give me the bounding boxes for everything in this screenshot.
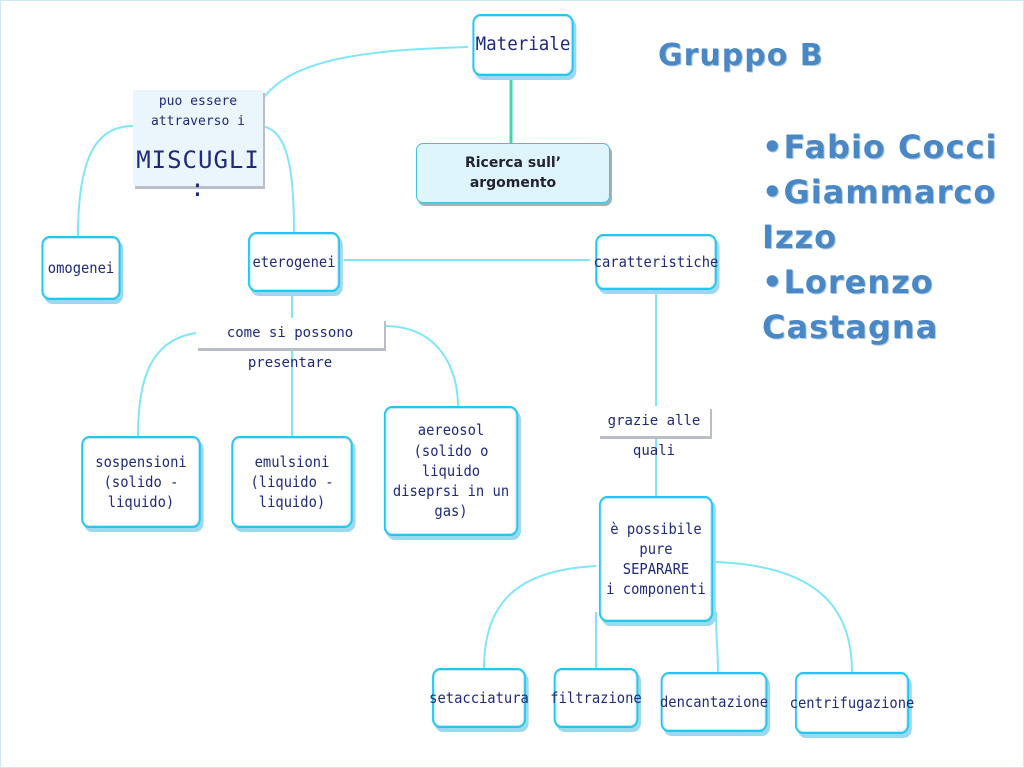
node-emulsioni-line-2: (liquido - liquido) (250, 472, 334, 512)
node-setacciatura-label: setacciatura (429, 688, 529, 707)
node-omogenei: omogenei (41, 236, 121, 300)
node-separare: è possibile pure SEPARARE i componenti (598, 496, 714, 622)
link-presentare-sospensioni (137, 332, 197, 437)
node-sospensioni: sospensioni (solido - liquido) (81, 436, 201, 528)
node-eterogenei: eterogenei (248, 232, 340, 292)
member-item: •Lorenzo Castagna (762, 263, 939, 346)
link-label-grazie: grazie alle quali (598, 406, 710, 459)
node-centrifugazione: centrifugazione (790, 672, 914, 734)
link-label-presentare: come si possono presentare (196, 318, 384, 371)
link-materiale-miscugli (261, 46, 469, 101)
member-item: •Giammarco Izzo (762, 173, 997, 256)
miscugli-line-3: MISCUGLI : (136, 146, 260, 202)
group-title: Gruppo B (658, 38, 824, 73)
link-separare-centrifugazione (715, 561, 853, 673)
link-miscugli-omogenei (77, 125, 134, 237)
node-caratteristiche: caratteristiche (593, 234, 719, 290)
node-separare-line-3: i componenti (606, 580, 706, 599)
node-filtrazione: filtrazione (550, 668, 642, 728)
node-materiale-label: Materiale (475, 33, 571, 56)
node-filtrazione-label: filtrazione (550, 688, 642, 707)
node-separare-line-2: SEPARARE (622, 560, 690, 578)
node-aereosol-line-2: (solido o liquido (413, 441, 489, 480)
member-list: •Fabio Cocci •Giammarco Izzo •Lorenzo Ca… (762, 125, 1022, 350)
node-aereosol-line-1: aereosol (417, 421, 485, 440)
node-sospensioni-line-2: (solido - liquido) (103, 472, 179, 512)
node-dencantazione-label: dencantazione (659, 692, 769, 711)
node-omogenei-label: omogenei (47, 258, 115, 277)
node-eterogenei-label: eterogenei (252, 252, 336, 271)
node-ricerca-line-2: argomento (469, 175, 557, 191)
member-item: •Fabio Cocci (762, 128, 998, 166)
node-emulsioni: emulsioni (liquido - liquido) (231, 436, 353, 528)
link-miscugli-eterogenei (261, 125, 295, 233)
node-sospensioni-line-1: sospensioni (95, 452, 187, 471)
link-separare-dencantazione (715, 611, 719, 673)
node-centrifugazione-label: centrifugazione (789, 693, 915, 712)
node-materiale: Materiale (472, 14, 574, 76)
node-caratteristiche-label: caratteristiche (593, 252, 719, 271)
node-emulsioni-line-1: emulsioni (254, 452, 330, 471)
link-label-miscugli: puo essere attraverso i MISCUGLI : (133, 90, 263, 202)
node-aereosol: aereosol (solido o liquido diseprsi in u… (383, 406, 519, 536)
node-dencantazione: dencantazione (659, 672, 769, 732)
miscugli-line-1: puo essere (158, 94, 238, 109)
node-aereosol-line-3: diseprsi in un gas) (392, 482, 510, 521)
node-ricerca-line-1: Ricerca sull’ (464, 155, 562, 171)
node-separare-line-1: è possibile pure (610, 519, 702, 558)
miscugli-line-2: attraverso i (151, 114, 245, 129)
link-presentare-aereosol (383, 325, 459, 407)
link-separare-setacciatura (483, 565, 597, 669)
node-ricerca: Ricerca sull’ argomento (416, 143, 610, 203)
node-setacciatura: setacciatura (429, 668, 529, 728)
